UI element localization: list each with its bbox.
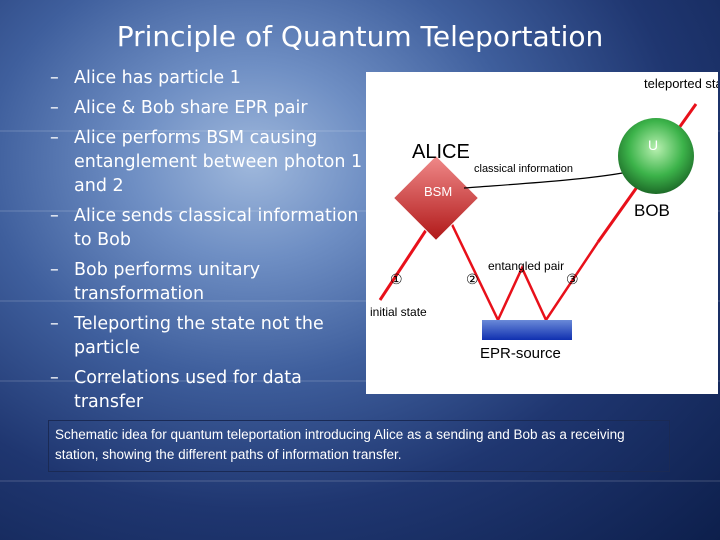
marker-1: ①	[390, 271, 403, 287]
bullet-text: Bob performs unitary transformation	[74, 260, 261, 304]
bullet-item: –Alice sends classical information to Bo…	[50, 204, 365, 252]
teleportation-diagram: ALICE BSM classical information U BOB te…	[366, 72, 718, 394]
bullet-text: Alice has particle 1	[74, 68, 241, 88]
bullet-text: Alice sends classical information to Bob	[74, 206, 359, 250]
bullet-text: Alice & Bob share EPR pair	[74, 98, 308, 118]
bullet-marker: –	[50, 260, 59, 280]
bullet-text: Alice performs BSM causing entanglement …	[74, 128, 363, 196]
bullet-text: Teleporting the state not the particle	[74, 314, 324, 358]
bullet-marker: –	[50, 98, 59, 118]
bsm-label: BSM	[424, 184, 452, 199]
bullet-marker: –	[50, 68, 59, 88]
bullet-marker: –	[50, 314, 59, 334]
epr-source-label: EPR-source	[480, 345, 561, 362]
marker-3: ③	[566, 271, 579, 287]
bullet-marker: –	[50, 206, 59, 226]
u-label: U	[648, 137, 658, 153]
bullet-item: –Bob performs unitary transformation	[50, 258, 365, 306]
bullet-item: –Alice & Bob share EPR pair	[50, 96, 365, 120]
bullet-item: –Alice has particle 1	[50, 66, 365, 90]
teleported-state-label: teleported state	[644, 76, 718, 91]
bullet-text: Correlations used for data transfer	[74, 368, 302, 412]
classical-info-label: classical information	[474, 163, 573, 175]
bullet-marker: –	[50, 128, 59, 148]
initial-state-label: initial state	[370, 305, 427, 319]
diagram-svg: ALICE BSM classical information U BOB te…	[370, 76, 718, 362]
classical-info-arrow	[463, 171, 629, 189]
bullet-item: –Alice performs BSM causing entanglement…	[50, 126, 365, 198]
bullet-list: –Alice has particle 1 –Alice & Bob share…	[50, 66, 365, 420]
bob-station	[618, 118, 694, 194]
bullet-item: –Teleporting the state not the particle	[50, 312, 365, 360]
entangled-pair-label: entangled pair	[488, 259, 564, 273]
bob-label: BOB	[634, 201, 670, 220]
epr-source	[482, 320, 572, 340]
figure-caption: Schematic idea for quantum teleportation…	[48, 420, 670, 472]
slide-title: Principle of Quantum Teleportation	[116, 20, 604, 53]
bullet-marker: –	[50, 368, 59, 388]
alice-label: ALICE	[412, 141, 470, 163]
alice-station	[392, 154, 480, 242]
bullet-item: –Correlations used for data transfer	[50, 366, 365, 414]
marker-2: ②	[466, 271, 479, 287]
entangled-photon-path	[444, 211, 600, 323]
